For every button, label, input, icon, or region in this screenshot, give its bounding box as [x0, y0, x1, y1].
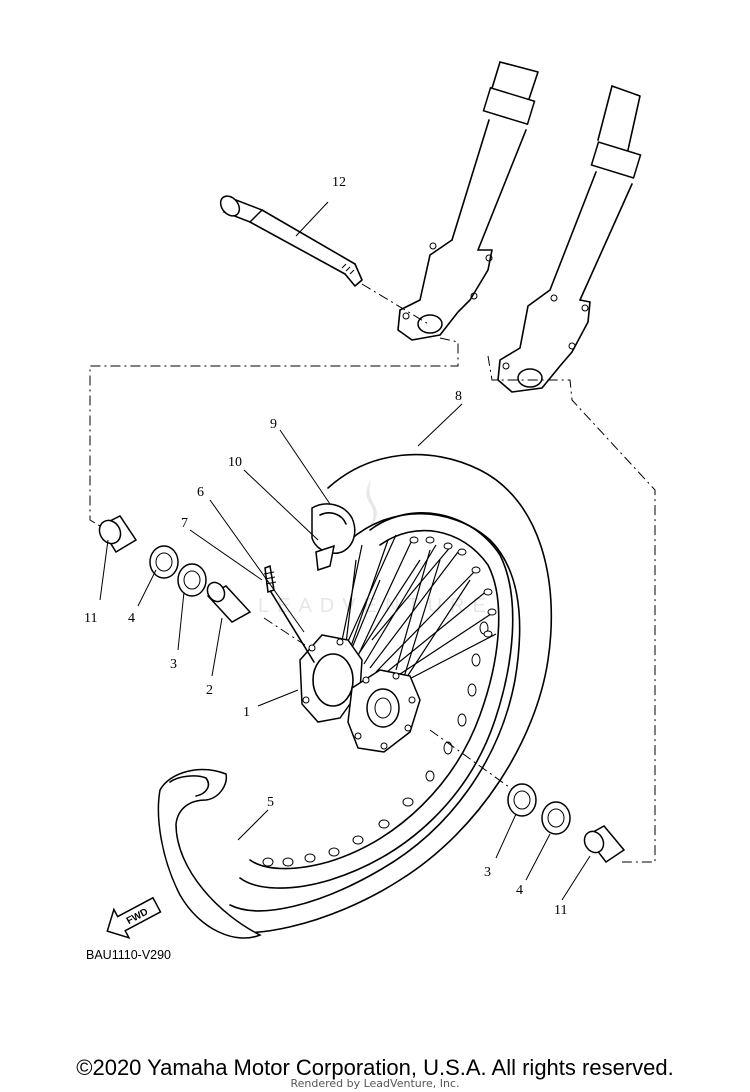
callout-12: 12	[332, 175, 346, 190]
watermark: LEADVENTURE	[258, 478, 494, 617]
spokes	[335, 534, 497, 691]
leader-lines	[99, 201, 591, 901]
bearing-left	[177, 563, 207, 597]
valve-stem	[263, 564, 315, 663]
rendered-by-credit: Rendered by LeadVenture, Inc.	[290, 1077, 460, 1090]
axle-center-lines	[89, 283, 656, 863]
callout-10: 10	[228, 455, 242, 470]
oil-seal-left	[149, 545, 179, 579]
callout-8: 8	[455, 389, 462, 404]
spoke-nipples	[409, 536, 497, 638]
rim-band	[157, 768, 262, 939]
callout-3-left: 3	[170, 657, 177, 672]
callout-4-right: 4	[516, 883, 523, 898]
callout-4-left: 4	[128, 611, 135, 626]
tire	[209, 453, 553, 934]
forward-arrow-icon: FWD	[106, 896, 162, 940]
callout-6: 6	[197, 485, 204, 500]
hub	[299, 634, 421, 753]
callout-11-right: 11	[554, 903, 567, 918]
callout-3-right: 3	[484, 865, 491, 880]
front-wheel-assembly	[157, 453, 553, 939]
callout-9: 9	[270, 417, 277, 432]
callout-11-left: 11	[84, 611, 97, 626]
left-side-parts	[98, 515, 252, 623]
left-fork-leg	[397, 61, 539, 341]
watermark-text: LEADVENTURE	[258, 595, 494, 617]
collar-left	[98, 515, 138, 554]
bearing-right	[507, 783, 537, 817]
front-axle	[219, 195, 363, 287]
right-side-parts	[507, 783, 626, 864]
right-fork-leg	[497, 85, 642, 393]
oil-seal-right	[541, 801, 571, 835]
callout-1: 1	[243, 705, 250, 720]
copyright-notice: ©2020 Yamaha Motor Corporation, U.S.A. A…	[76, 1055, 674, 1080]
collar-right	[583, 825, 626, 864]
callout-5: 5	[267, 795, 274, 810]
spacer	[206, 581, 252, 623]
callout-7: 7	[181, 516, 188, 531]
diagram-code: BAU1110-V290	[86, 948, 171, 962]
callout-numbers: 12 8 9 10 6 7 11 4 3 2 1 5 3 4 11	[84, 175, 567, 918]
callout-2: 2	[206, 683, 213, 698]
rim-band-tube	[311, 503, 356, 572]
